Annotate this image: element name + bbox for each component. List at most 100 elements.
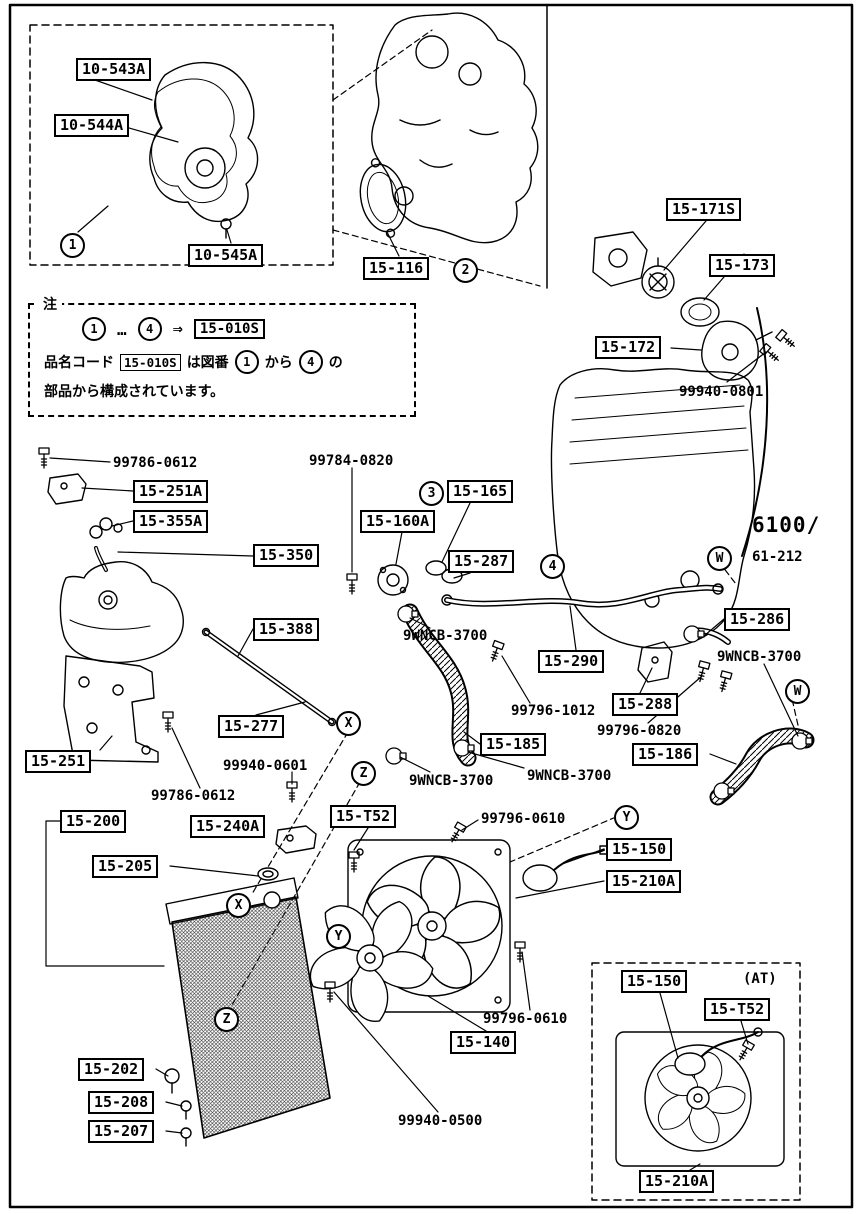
part-number-label-38-15-150[interactable]: 15-150 [606,838,673,861]
note-mark: 注 [38,294,62,314]
part-number-label-12-15-165[interactable]: 15-165 [447,480,514,503]
part-number-label-35-15-240A[interactable]: 15-240A [190,815,266,838]
engine-side-illustration [550,307,769,649]
note-item-to-marker: 4 [137,317,162,341]
part-number-label-2-10-545A[interactable]: 10-545A [188,244,264,267]
bypass-pipe-illustration [637,627,731,683]
note-line2-suffix: の [328,354,343,370]
callout-marker-8-Y: Y [614,805,639,830]
ref-number-label-37-99796-0610: 99796-0610 [481,811,566,827]
part-number-label-22-15-290[interactable]: 15-290 [538,650,605,673]
radiator-illustration [164,867,331,1147]
note-line2-from-marker: 1 [234,350,259,374]
part-number-label-27-15-185[interactable]: 15-185 [480,733,547,756]
part-number-label-46-15-202[interactable]: 15-202 [78,1058,145,1081]
at-fan-unit-illustration [615,1027,785,1167]
part-number-label-50-15-210A[interactable]: 15-210A [639,1170,715,1193]
gasket-15-116-illustration [359,158,407,238]
part-number-label-16-15-287[interactable]: 15-287 [448,550,515,573]
callout-marker-0-1: 1 [60,233,85,258]
note-text-row: 品名コード 15-010S は図番 1 から 4 の [44,350,414,374]
ref-number-label-44-99796-0610: 99796-0610 [483,1011,568,1027]
ref-number-label-24-99796-1012: 99796-1012 [511,703,596,719]
ref-number-label-25-99796-0820: 99796-0820 [597,723,682,739]
ref-number-label-48-99940-0500: 99940-0500 [398,1113,483,1129]
part-number-label-29-15-251[interactable]: 15-251 [25,750,92,773]
note-line2-to-marker: 4 [298,350,323,374]
part-number-label-11-15-355A[interactable]: 15-355A [133,510,209,533]
note-rule-row: 1 … 4 ⇒ 15-010S [82,317,414,341]
part-number-label-45-15-140[interactable]: 15-140 [450,1031,517,1054]
engine-front-illustration [371,12,539,244]
part-number-label-26-15-277[interactable]: 15-277 [218,715,285,738]
part-number-label-18-15-286[interactable]: 15-286 [724,608,791,631]
inset-dashed-frame [29,24,801,1201]
note-line2-part-number[interactable]: 15-010S [120,353,181,371]
part-number-label-40-15-210A[interactable]: 15-210A [606,870,682,893]
ref-number-label-7-99940-0801: 99940-0801 [679,384,764,400]
note-item-from-marker: 1 [82,317,106,341]
part-number-label-10-15-251A[interactable]: 15-251A [133,480,209,503]
fan-motor-illustration [522,845,609,892]
callout-marker-7-Z: Z [351,761,376,786]
part-number-label-47-15-208[interactable]: 15-208 [88,1091,155,1114]
part-number-label-15-15-350[interactable]: 15-350 [253,544,320,567]
ref-number-label-21-9WNCB-3700: 9WNCB-3700 [717,649,802,665]
ref-number-label-17-61-212: 61-212 [752,549,803,565]
part-number-label-34-15-200[interactable]: 15-200 [60,810,127,833]
note-line2-from-text: から [264,354,293,370]
fan-propeller-illustration [304,894,437,1023]
part-number-label-36-15-T52[interactable]: 15-T52 [330,805,397,828]
callout-marker-10-Y: Y [326,924,351,949]
ref-number-label-9-99784-0820: 99784-0820 [309,453,394,469]
water-pump-inset-illustration [149,61,259,239]
ref-number-label-30-99940-0601: 99940-0601 [223,758,308,774]
part-number-label-4-15-171S[interactable]: 15-171S [666,198,742,221]
part-number-label-28-15-186[interactable]: 15-186 [632,743,699,766]
ref-number-label-31-9WNCB-3700: 9WNCB-3700 [527,768,612,784]
part-number-label-39-15-205[interactable]: 15-205 [92,855,159,878]
note-arrow-icon: ⇒ [172,319,183,339]
part-number-label-0-10-543A[interactable]: 10-543A [76,58,152,81]
callout-marker-4-W: W [707,546,732,571]
part-number-label-6-15-172[interactable]: 15-172 [595,336,662,359]
water-pipe-illustration [444,583,724,608]
part-number-label-41-15-150[interactable]: 15-150 [621,970,688,993]
callout-marker-2-3: 3 [419,481,444,506]
callout-marker-5-W: W [785,679,810,704]
ref-number-label-42-(AT): (AT) [743,971,777,987]
part-number-label-49-15-207[interactable]: 15-207 [88,1120,155,1143]
callout-marker-1-2: 2 [453,258,478,283]
ref-number-label-20-9WNCB-3700: 9WNCB-3700 [403,628,488,644]
note-line3: 部品から構成されています。 [44,383,225,399]
coolant-reservoir-illustration [59,517,184,664]
ref-number-label-33-99786-0612: 99786-0612 [151,788,236,804]
part-number-label-3-15-116[interactable]: 15-116 [363,257,430,280]
part-number-label-23-15-288[interactable]: 15-288 [612,693,679,716]
part-number-label-43-15-T52[interactable]: 15-T52 [704,998,771,1021]
part-number-label-19-15-388[interactable]: 15-388 [253,618,320,641]
page-border [8,3,854,1209]
ref-number-label-8-99786-0612: 99786-0612 [113,455,198,471]
callout-marker-6-X: X [336,711,361,736]
part-number-label-13-15-160A[interactable]: 15-160A [360,510,436,533]
part-number-label-5-15-173[interactable]: 15-173 [709,254,776,277]
ref-number-label-14-6100/: 6100/ [752,513,821,537]
upper-hose-illustration [709,727,815,806]
reservoir-bracket-illustration [47,473,159,763]
note-dots: … [117,319,127,339]
note-box: 注 1 … 4 ⇒ 15-010S 品名コード 15-010S は図番 1 から… [28,294,416,417]
callout-marker-3-4: 4 [540,554,565,579]
leader-lines [45,79,799,1171]
ref-number-label-32-9WNCB-3700: 9WNCB-3700 [409,773,494,789]
note-line2-label: 品名コード [44,354,114,370]
part-number-label-1-10-544A[interactable]: 10-544A [54,114,130,137]
note-set-part-number[interactable]: 15-010S [193,319,265,339]
overflow-tube-illustration [201,627,337,727]
callout-marker-11-Z: Z [214,1007,239,1032]
note-line2-mid: は図番 [186,354,229,370]
mount-bracket-illustration [275,825,317,854]
